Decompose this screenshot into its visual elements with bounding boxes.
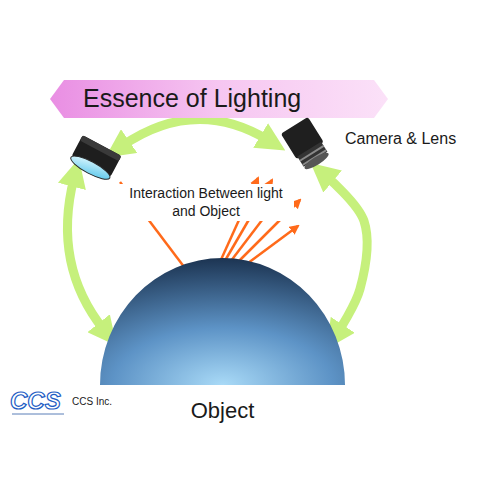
camera-node: Camera & Lens (278, 112, 478, 172)
camera-icon (278, 112, 338, 174)
camera-label: Camera & Lens (345, 130, 456, 148)
relation-arrow (67, 178, 104, 330)
object-label: Object (100, 398, 345, 424)
title-text: Essence of Lighting (83, 84, 301, 113)
band-outline (50, 80, 388, 118)
light-source (68, 135, 121, 183)
logo-text: CCS (10, 386, 68, 416)
camera-body (281, 117, 333, 173)
title-band: Essence of Lighting (50, 80, 388, 118)
dome-shape (100, 258, 345, 385)
company-name: CCS Inc. (72, 396, 132, 409)
object-node: Object (100, 258, 345, 428)
relation-arrow (326, 176, 367, 332)
interaction-label: Interaction Between light and Object (118, 184, 294, 221)
relation-arrow (122, 119, 268, 146)
object-dome (100, 258, 345, 386)
